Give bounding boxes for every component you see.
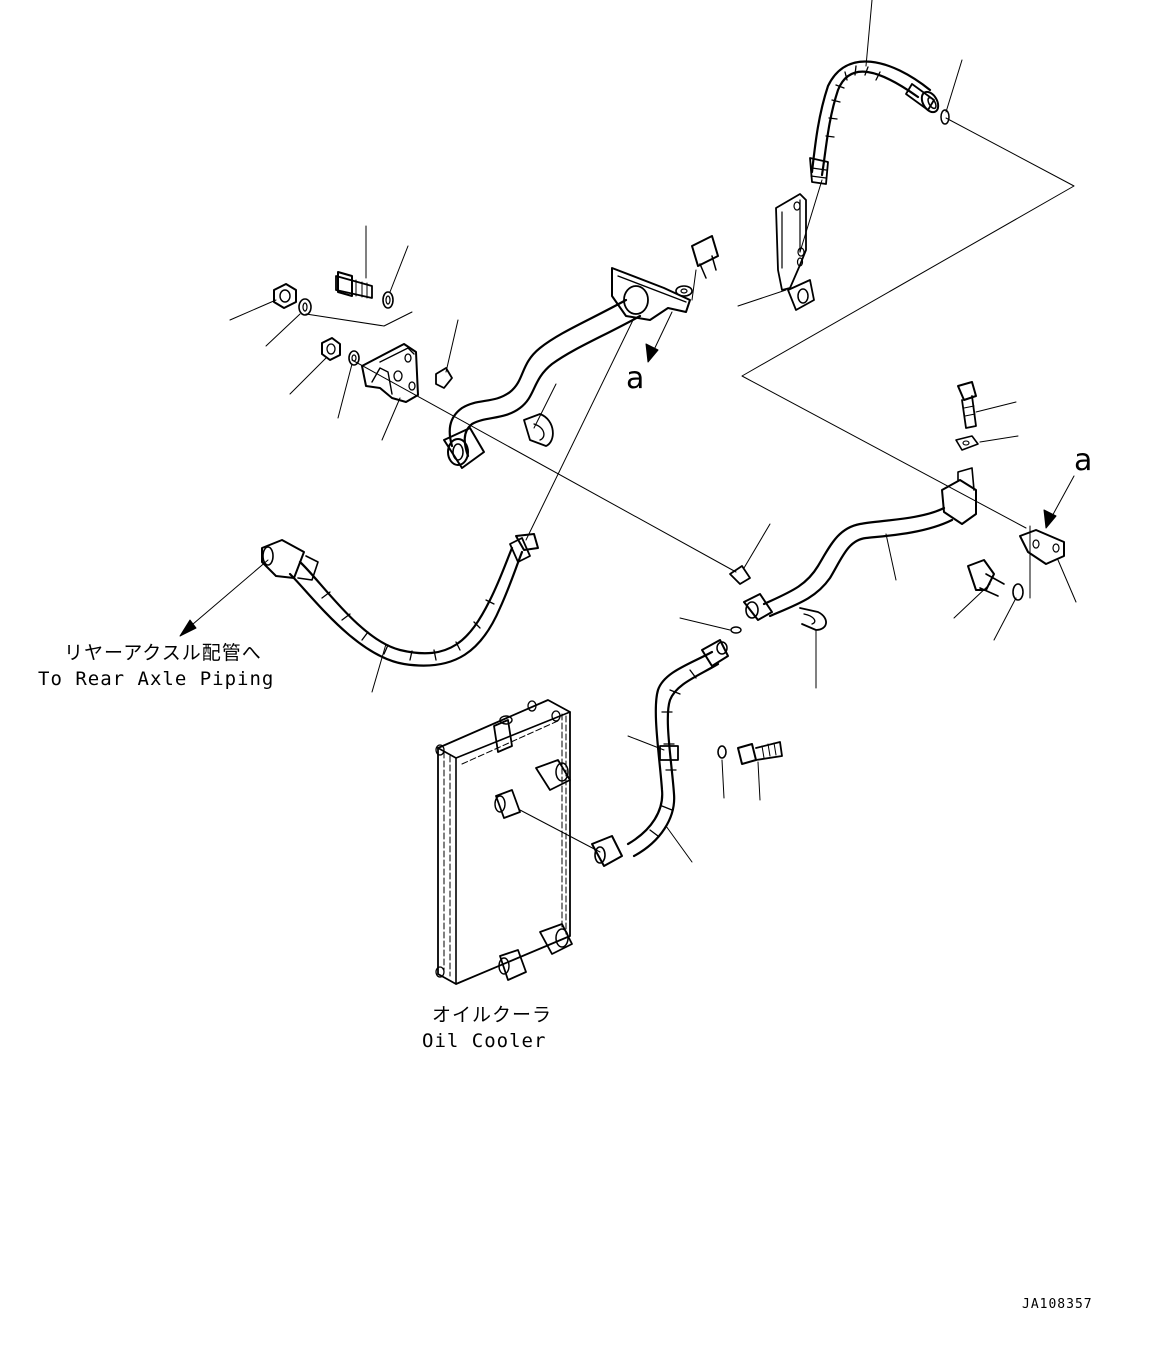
arrow-heads [179,343,1057,637]
caption-rear-axle-jp: リヤーアクスル配管へ [64,642,262,664]
oil-cooler [435,699,573,985]
upper-hose-assembly [775,60,950,311]
rear-axle-hose [261,533,539,667]
drawing-code: JA108357 [1022,1297,1093,1312]
right-tube-assembly [729,381,1065,631]
callout-a-left: a [626,361,645,396]
cooler-hose [591,626,783,867]
caption-rear-axle-en: To Rear Axle Piping [38,668,275,690]
arrow-a-left-icon [645,343,659,363]
left-bracket-assembly [273,271,453,403]
arrow-a-right-icon [1043,509,1057,529]
arrow-to-rear-axle-icon [179,619,197,637]
caption-oil-cooler-en: Oil Cooler [422,1030,547,1052]
upper-tube-assembly [443,235,719,469]
caption-oil-cooler-jp: オイルクーラ [432,1004,553,1026]
leader-lines [185,0,1077,863]
callout-a-right: a [1074,443,1093,478]
